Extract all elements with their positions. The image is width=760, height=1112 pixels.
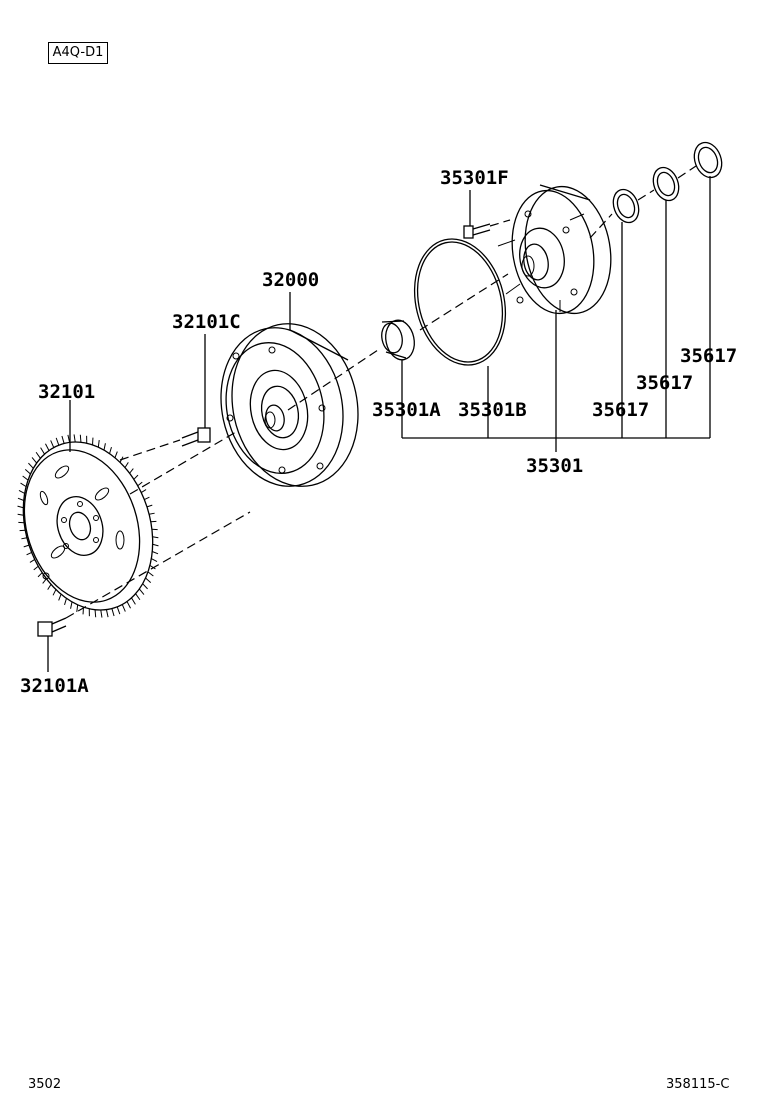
gear-tooth <box>28 462 34 469</box>
o-ring-35301B <box>413 238 507 366</box>
bolt-35301F <box>463 223 491 239</box>
gear-tooth <box>47 584 52 590</box>
gear-tooth <box>79 434 82 443</box>
gear-tooth <box>26 551 32 556</box>
gear-tooth <box>111 608 115 617</box>
gear-tooth <box>35 451 41 459</box>
label-32101C: 32101C <box>172 311 241 333</box>
drive-plate-32101 <box>17 434 159 618</box>
label-35301: 35301 <box>526 455 584 477</box>
gear-tooth <box>149 564 156 570</box>
gear-tooth <box>137 481 143 487</box>
oil-seal-35301A <box>381 319 415 361</box>
label-35617-outer: 35617 <box>680 345 738 367</box>
gear-tooth <box>144 496 150 501</box>
gear-tooth <box>142 583 148 590</box>
bolt-32101C <box>181 427 211 447</box>
gear-tooth <box>147 571 154 577</box>
gear-tooth <box>64 598 67 606</box>
gear-tooth <box>124 462 129 468</box>
torque-converter-32000 <box>220 323 359 487</box>
gear-tooth <box>22 475 29 481</box>
gear-tooth <box>135 593 141 601</box>
gear-tooth <box>20 482 27 488</box>
gear-tooth <box>58 594 62 601</box>
gear-tooth <box>151 558 158 562</box>
gear-tooth <box>29 559 35 563</box>
gear-tooth <box>105 609 109 618</box>
gear-tooth <box>133 474 139 480</box>
gear-tooth <box>61 435 65 444</box>
gear-tooth <box>52 589 57 596</box>
label-32000: 32000 <box>262 269 320 291</box>
footer-drawing-number: 358115-C <box>666 1077 730 1092</box>
label-35301F: 35301F <box>440 167 509 189</box>
gear-tooth <box>33 565 39 571</box>
gear-tooth <box>42 578 47 584</box>
gear-tooth <box>141 489 147 493</box>
gear-tooth <box>50 440 55 448</box>
gear-tooth <box>31 457 38 464</box>
gear-tooth <box>97 440 100 448</box>
gear-tooth <box>145 577 152 584</box>
gear-tooth <box>116 606 121 615</box>
gear-tooth <box>109 446 112 454</box>
gear-tooth <box>17 497 24 501</box>
gear-tooth <box>23 544 30 548</box>
gear-tooth <box>45 443 50 451</box>
label-32101A: 32101A <box>20 675 89 697</box>
gear-tooth <box>126 601 131 609</box>
gear-tooth <box>21 537 27 540</box>
gear-tooth <box>37 572 43 578</box>
gear-tooth <box>138 588 145 595</box>
gear-tooth <box>100 609 103 618</box>
oil-pump-body-35301 <box>497 184 612 315</box>
label-35617-inner: 35617 <box>592 399 650 421</box>
gear-tooth <box>17 513 24 516</box>
gear-tooth <box>55 437 60 446</box>
gear-tooth <box>103 443 106 451</box>
gear-tooth <box>121 604 126 612</box>
seal-rings-35617 <box>612 141 723 224</box>
gear-tooth <box>94 609 97 618</box>
gear-tooth <box>17 505 24 509</box>
gear-tooth <box>114 451 118 458</box>
gear-tooth <box>24 468 31 475</box>
gear-tooth <box>152 551 159 555</box>
label-32101: 32101 <box>38 381 96 403</box>
gear-tooth <box>152 536 159 539</box>
gear-tooth <box>67 434 71 443</box>
gear-tooth <box>40 447 45 455</box>
gear-tooth <box>149 512 155 515</box>
gear-tooth <box>76 604 79 612</box>
label-35617-middle: 35617 <box>636 372 694 394</box>
label-35301A: 35301A <box>372 399 441 421</box>
gear-tooth <box>146 504 153 508</box>
gear-tooth <box>73 434 76 443</box>
footer-page-code: 3502 <box>28 1077 62 1092</box>
leader-lines <box>47 176 711 672</box>
gear-tooth <box>152 543 159 547</box>
gear-tooth <box>18 490 25 494</box>
label-35301B: 35301B <box>458 399 527 421</box>
gear-tooth <box>70 601 73 609</box>
gear-tooth <box>129 468 134 474</box>
assembly-axis-lines <box>65 165 697 619</box>
bolt-32101A <box>37 617 67 637</box>
section-code-box: A4Q-D1 <box>48 42 108 64</box>
gear-tooth <box>131 597 136 605</box>
